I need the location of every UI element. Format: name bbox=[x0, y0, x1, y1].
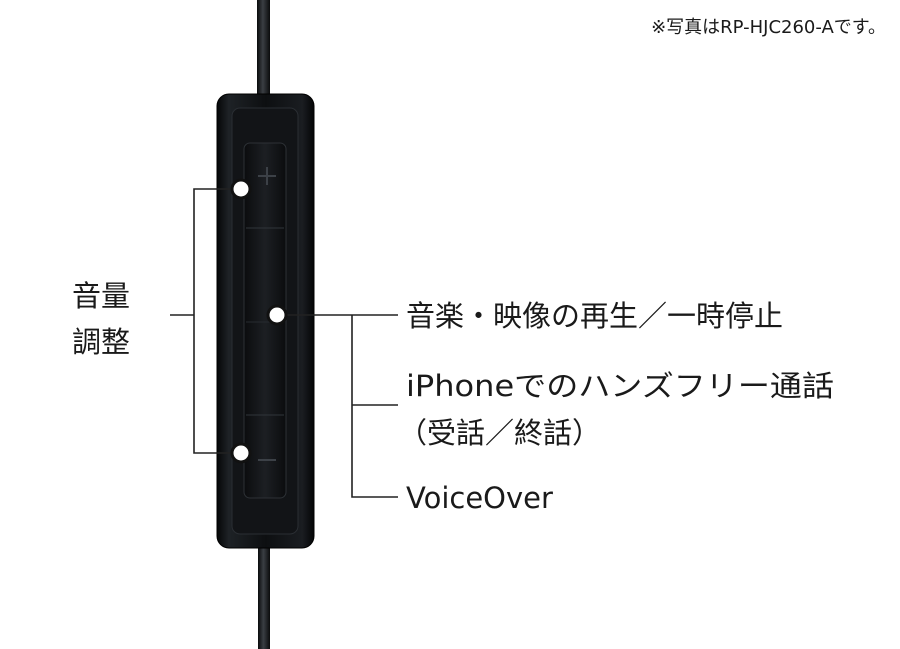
volume-up-dot bbox=[230, 178, 252, 200]
photo-note: ※写真はRP-HJC260-Aです。 bbox=[651, 17, 886, 38]
volume-label-line1: 音量 bbox=[72, 279, 130, 313]
voiceover-label: VoiceOver bbox=[406, 481, 553, 515]
volume-label-line2: 調整 bbox=[72, 325, 130, 359]
center-bracket bbox=[351, 315, 398, 498]
handsfree-label-line2: （受話／終話） bbox=[398, 416, 601, 450]
leader-lines bbox=[170, 188, 398, 498]
callout-dots bbox=[230, 178, 288, 464]
cable-top bbox=[257, 0, 270, 104]
plus-icon bbox=[258, 167, 276, 185]
cable-bottom bbox=[258, 540, 270, 649]
center-button-dot bbox=[266, 304, 288, 326]
play-pause-label: 音楽・映像の再生／一時停止 bbox=[406, 299, 783, 333]
button-strip bbox=[243, 142, 287, 499]
volume-down-dot bbox=[230, 442, 252, 464]
volume-leader bbox=[193, 188, 241, 454]
handsfree-label-line1: iPhoneでのハンズフリー通話 bbox=[406, 369, 834, 403]
